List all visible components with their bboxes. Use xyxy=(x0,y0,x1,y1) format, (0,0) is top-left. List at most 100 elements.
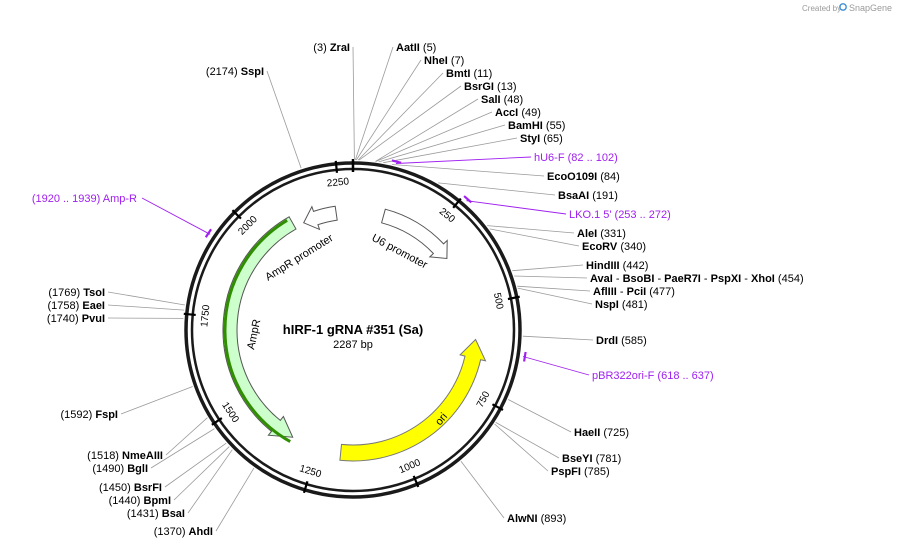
tick-mark xyxy=(412,475,420,488)
site-label: (3) ZraI xyxy=(313,42,350,54)
tick-mark xyxy=(334,160,339,173)
tick-mark xyxy=(507,295,520,301)
primer-range: (82 .. 102) xyxy=(568,152,618,164)
site-label: (1740) PvuI xyxy=(47,313,105,325)
site-nmeaiii: (1518) NmeAIII xyxy=(87,417,208,462)
tick-label: 1000 xyxy=(398,457,423,476)
site-position: (893) xyxy=(541,513,567,525)
site-sspi: (2174) SspI xyxy=(206,66,302,169)
site-position: (2174) xyxy=(206,66,238,78)
site-label: (1518) NmeAIII xyxy=(87,450,163,462)
primer-leader xyxy=(466,200,567,215)
tick-mark xyxy=(302,480,309,494)
site-label: NspI (481) xyxy=(595,299,648,311)
site-name-alt: PaeR7I xyxy=(664,273,701,285)
site-position: (49) xyxy=(521,107,541,119)
site-position: (1518) xyxy=(87,450,119,462)
site-label: (1592) FspI xyxy=(61,409,118,421)
site-name: TsoI xyxy=(83,287,105,299)
primer-mark xyxy=(523,351,527,362)
site-name: BsaAI xyxy=(558,190,589,202)
site-leader xyxy=(164,442,227,488)
site-pspfi: PspFI (785) xyxy=(494,423,610,478)
site-label: AflIII - PciI (477) xyxy=(593,286,675,298)
site-position: (1450) xyxy=(99,482,131,494)
site-name: BsrGI xyxy=(464,81,494,93)
site-label: AvaI - BsoBI - PaeR7I - PspXI - XhoI (45… xyxy=(590,273,804,285)
site-leader xyxy=(150,428,215,469)
site-leader xyxy=(383,137,518,164)
site-leader xyxy=(266,70,302,169)
site-name: EaeI xyxy=(82,300,105,312)
site-bsai: (1431) BsaI xyxy=(127,449,233,520)
site-name: BseYI xyxy=(562,453,593,465)
site-name: AvaI xyxy=(590,273,613,285)
site-label: (1490) BglI xyxy=(92,463,148,475)
site-bsrfi: (1450) BsrFI xyxy=(99,442,227,494)
site-label: BseYI (781) xyxy=(562,453,621,465)
site-leader xyxy=(352,46,355,161)
primer-mark xyxy=(391,159,402,164)
site-label: BamHI (55) xyxy=(508,120,565,132)
site-position: (5) xyxy=(423,42,436,54)
site-name: SspI xyxy=(241,66,264,78)
site-name: BmtI xyxy=(446,68,470,80)
site-position: (785) xyxy=(584,466,610,478)
site-eaei: (1758) EaeI xyxy=(48,300,185,312)
site-sep: - xyxy=(617,286,627,298)
site-label: AatII (5) xyxy=(396,42,436,54)
site-label: HaeII (725) xyxy=(574,427,629,439)
tick-label: 1250 xyxy=(298,463,323,480)
tick-mark xyxy=(452,197,462,209)
site-leader xyxy=(517,287,593,305)
feature-ampr-outline xyxy=(223,219,291,443)
site-name-alt: XhoI xyxy=(751,273,775,285)
plasmid-name: hIRF-1 gRNA #351 (Sa) xyxy=(283,322,423,337)
site-leader xyxy=(107,304,185,311)
site-leader xyxy=(187,449,233,514)
site-leader xyxy=(357,72,444,161)
site-position: (1370) xyxy=(154,526,186,538)
site-ecorv: EcoRV (340) xyxy=(489,228,646,253)
site-position: (585) xyxy=(621,335,647,347)
feature-u6-promoter xyxy=(380,208,448,260)
tick-label: 2250 xyxy=(326,176,350,189)
site-name: HaeII xyxy=(574,427,600,439)
site-name: NheI xyxy=(424,55,448,67)
site-position: (7) xyxy=(451,55,464,67)
primer-name: hU6-F xyxy=(534,152,565,164)
site-name: StyI xyxy=(520,133,540,145)
site-aatii: AatII (5) xyxy=(354,42,436,161)
site-label: PspFI (785) xyxy=(551,466,610,478)
site-leader xyxy=(522,335,594,341)
site-label: (1431) BsaI xyxy=(127,508,185,520)
site-label: DrdI (585) xyxy=(596,335,647,347)
site-bamhi: BamHI (55) xyxy=(378,120,565,163)
site-name: BsrFI xyxy=(134,482,162,494)
site-nhei: NheI (7) xyxy=(355,55,464,161)
primer-leader xyxy=(141,197,211,235)
feature-ori xyxy=(339,338,487,462)
site-label: SalI (48) xyxy=(481,94,523,106)
site-leader xyxy=(378,124,506,163)
site-bmti: BmtI (11) xyxy=(357,68,492,161)
site-name: PvuI xyxy=(82,313,105,325)
tick-mark xyxy=(491,403,504,411)
feature-ampr-promoter xyxy=(303,205,338,231)
site-leader xyxy=(494,423,549,472)
primer-hu6-f: hU6-F (82 .. 102) xyxy=(391,152,618,164)
primer-pbr322ori-f: pBR322ori-F (618 .. 637) xyxy=(522,351,714,382)
site-position: (340) xyxy=(620,241,646,253)
primer-label: (1920 .. 1939) Amp-R xyxy=(32,193,137,205)
site-name: HindIII xyxy=(586,260,620,272)
primer-name: LKO.1 5' xyxy=(569,209,611,221)
site-position: (1440) xyxy=(109,495,141,507)
site-label: (1758) EaeI xyxy=(48,300,106,312)
site-name: FspI xyxy=(95,409,118,421)
site-nspi: NspI (481) xyxy=(517,287,648,311)
site-name: AleI xyxy=(577,228,597,240)
site-name: AccI xyxy=(495,107,518,119)
feature-label-ampr: AmpR xyxy=(245,318,263,350)
site-sep: - xyxy=(654,273,664,285)
site-position: (65) xyxy=(543,133,563,145)
